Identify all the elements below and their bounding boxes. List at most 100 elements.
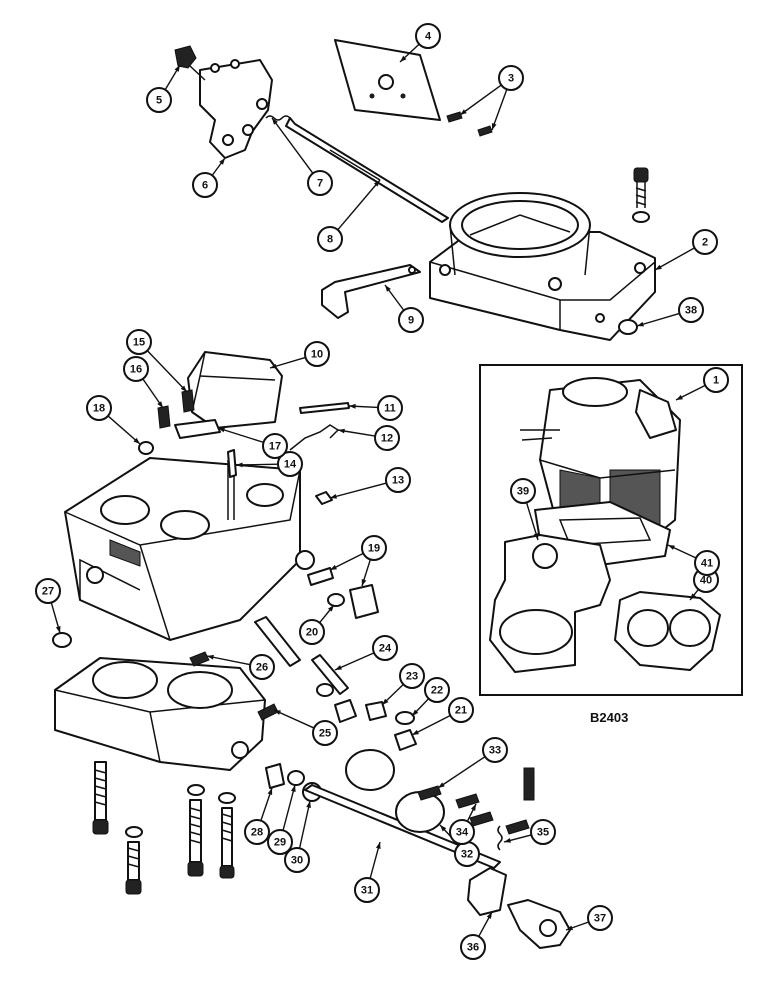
callout-number-7: 7	[317, 178, 323, 190]
leader-line-17	[217, 427, 264, 444]
lever-36	[467, 867, 507, 916]
leader-arrow-27	[55, 626, 61, 633]
needle-14	[227, 449, 237, 478]
leader-line-15	[146, 350, 188, 393]
leader-arrow-14	[236, 462, 243, 468]
callout-number-30: 30	[291, 855, 303, 867]
callout-12: 12	[374, 425, 400, 451]
callout-32: 32	[454, 841, 480, 867]
jet-21	[394, 729, 417, 751]
leader-arrow-19-2	[361, 579, 367, 586]
callout-circle-39	[510, 478, 536, 504]
leader-arrow-32	[440, 825, 447, 832]
callout-number-22: 22	[431, 685, 443, 697]
callout-number-32: 32	[461, 849, 473, 861]
leader-line-7	[271, 117, 314, 174]
callout-circle-3	[498, 65, 524, 91]
callout-number-14: 14	[284, 459, 297, 471]
throttle-link	[321, 264, 421, 319]
callout-number-40: 40	[700, 575, 712, 587]
callout-31: 31	[354, 877, 380, 903]
callout-2: 2	[692, 229, 718, 255]
cap-screw	[633, 167, 649, 183]
callout-16: 16	[123, 356, 149, 382]
leader-line-13	[329, 482, 387, 499]
throttle-lever	[199, 59, 273, 159]
callout-circle-20	[299, 619, 325, 645]
callout-number-23: 23	[406, 671, 418, 683]
plate-screw-a	[446, 111, 463, 123]
callout-number-26: 26	[256, 662, 268, 674]
callout-39: 39	[510, 478, 536, 504]
screw-16	[157, 405, 171, 429]
leader-arrow-3-2	[492, 123, 497, 130]
bushing-29	[287, 770, 305, 786]
jet-23	[365, 701, 387, 721]
leader-arrow-6	[219, 158, 225, 165]
callout-circle-12	[374, 425, 400, 451]
screw-34c	[505, 819, 530, 835]
callout-circle-21	[448, 697, 474, 723]
spring-35	[497, 825, 503, 851]
screw-34a	[455, 793, 480, 809]
callout-4: 4	[415, 23, 441, 49]
callout-circle-14	[277, 451, 303, 477]
callout-circle-15	[126, 329, 152, 355]
callout-17: 17	[262, 433, 288, 459]
plug-13	[315, 491, 333, 505]
callout-circle-33	[482, 737, 508, 763]
callout-number-2: 2	[702, 237, 708, 249]
leader-line-33	[437, 756, 486, 789]
leader-line-3-2	[491, 89, 508, 131]
throttle-shaft	[285, 117, 449, 223]
leader-arrow-9	[385, 285, 391, 292]
callout-number-27: 27	[42, 586, 54, 598]
callout-circle-30	[284, 847, 310, 873]
leader-arrow-2	[655, 264, 662, 270]
leader-arrow-8	[373, 180, 380, 187]
callout-number-6: 6	[202, 180, 208, 192]
lever-screw	[174, 45, 197, 69]
callout-circle-38	[678, 297, 704, 323]
callout-number-21: 21	[455, 705, 467, 717]
callout-circle-2	[692, 229, 718, 255]
callout-circle-17	[262, 433, 288, 459]
callout-1: 1	[703, 367, 729, 393]
leader-line-2	[654, 247, 695, 271]
callout-26: 26	[249, 654, 275, 680]
callout-circle-41	[694, 550, 720, 576]
throttle-body-group	[429, 167, 656, 341]
plate-screw-b	[477, 125, 493, 137]
callout-circle-25	[312, 720, 338, 746]
leader-line-30	[298, 800, 311, 849]
callout-number-24: 24	[379, 643, 392, 655]
leader-line-3-1	[459, 84, 502, 116]
callout-circle-1	[703, 367, 729, 393]
callout-number-11: 11	[384, 403, 396, 415]
leader-arrow-37	[566, 925, 573, 931]
callout-circle-28	[244, 819, 270, 845]
callout-41: 41	[694, 550, 720, 576]
leader-arrow-29	[291, 785, 296, 792]
leader-arrow-3-1	[460, 109, 467, 115]
callout-circle-29	[267, 829, 293, 855]
jet-24b	[334, 699, 357, 723]
callout-number-19: 19	[368, 543, 380, 555]
callout-23: 23	[399, 663, 425, 689]
leader-line-24	[334, 652, 375, 671]
callout-28: 28	[244, 819, 270, 845]
callout-number-4: 4	[425, 31, 432, 43]
callout-number-16: 16	[130, 364, 142, 376]
mounting-bolts	[92, 761, 236, 895]
callout-30: 30	[284, 847, 310, 873]
callout-20: 20	[299, 619, 325, 645]
leader-line-29	[282, 784, 296, 831]
lever-37	[507, 899, 571, 949]
callout-circle-11	[377, 395, 403, 421]
callout-19: 19	[361, 535, 387, 561]
inset-frame	[479, 364, 743, 696]
callout-circle-4	[415, 23, 441, 49]
leader-arrow-16	[157, 401, 163, 408]
callout-10: 10	[304, 341, 330, 367]
